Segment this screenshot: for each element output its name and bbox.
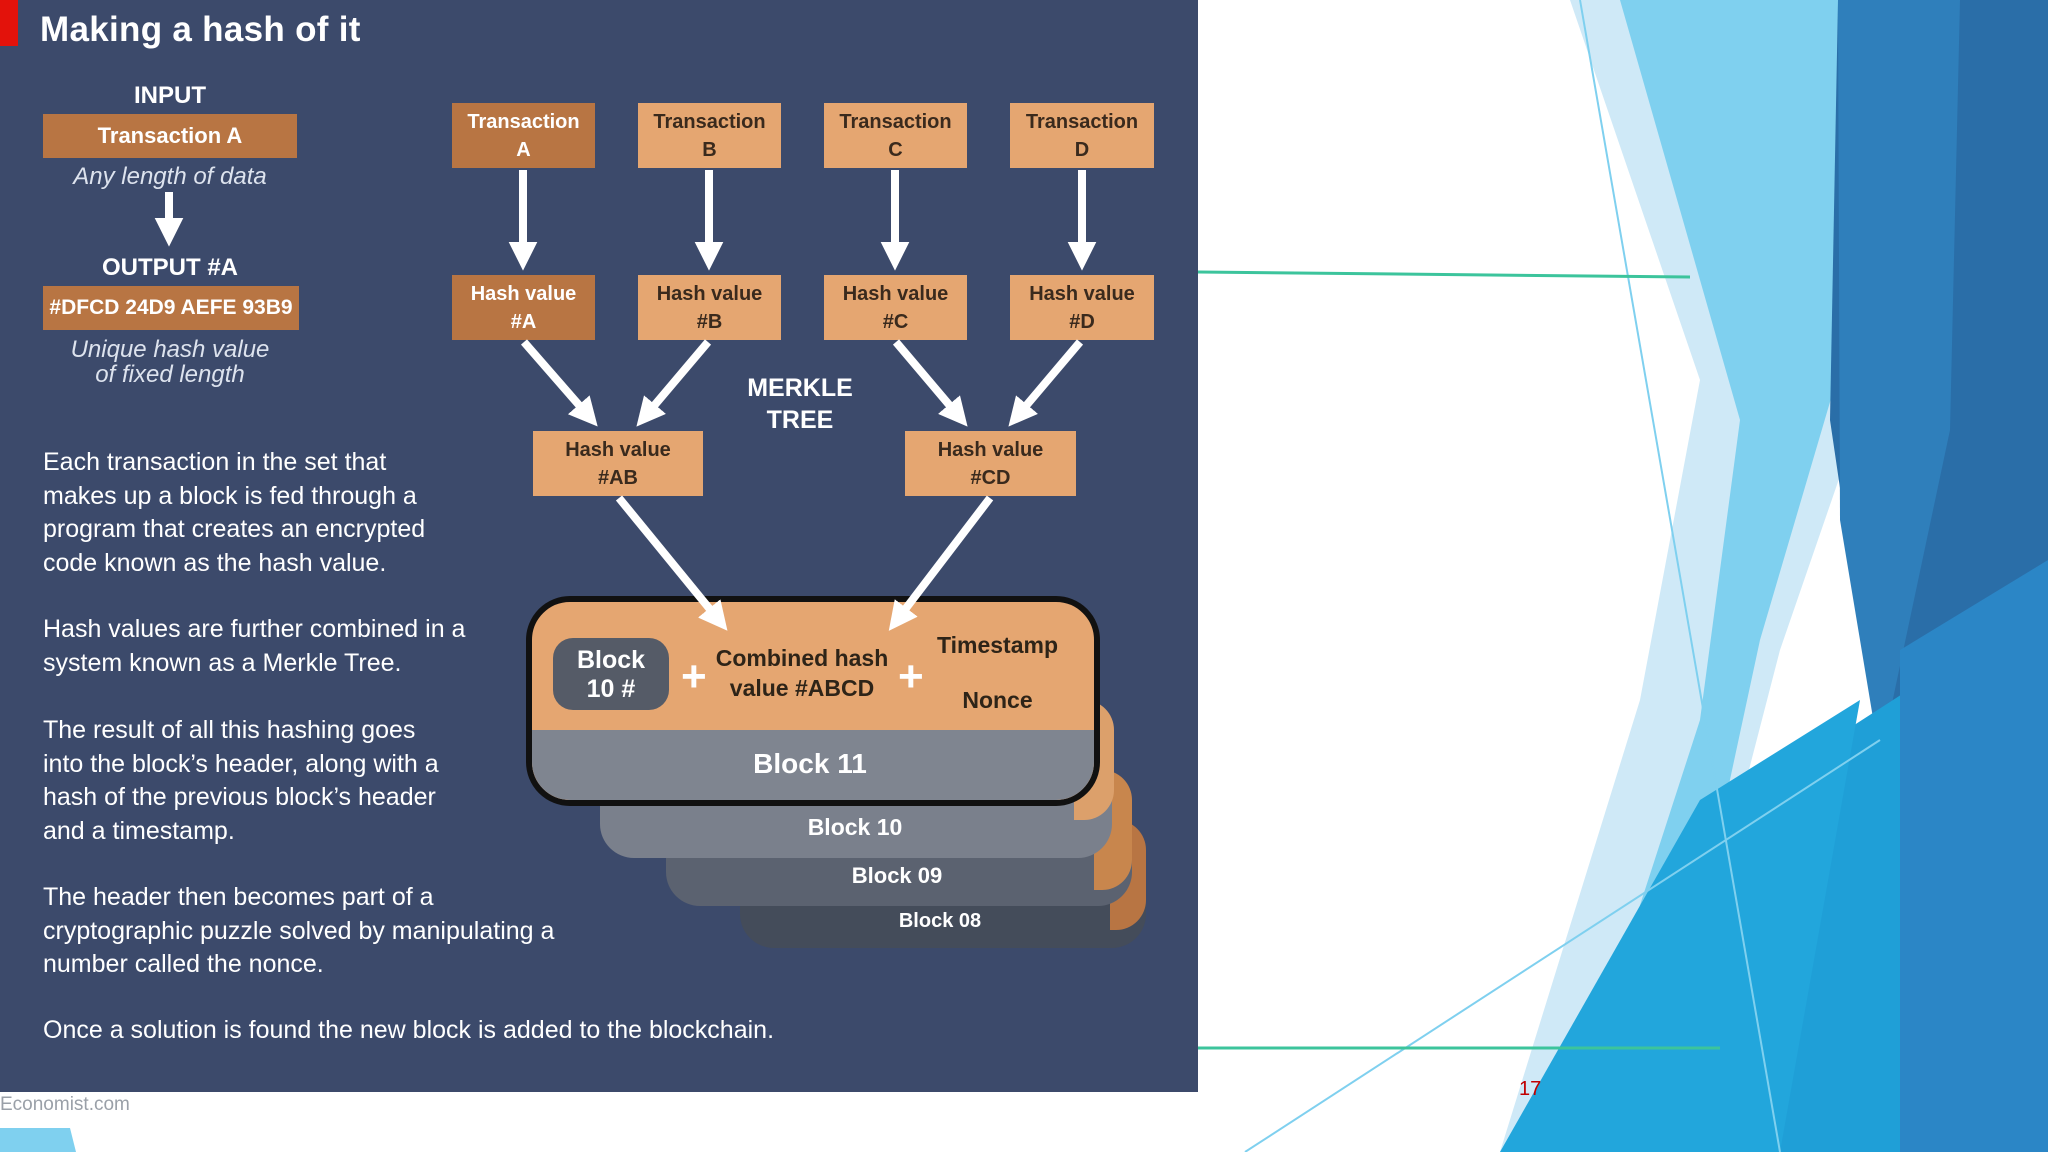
paragraph-merkle: Hash values are further combined in a sy…	[43, 615, 466, 677]
source-credit: Economist.com	[0, 1094, 130, 1115]
paragraph-header: The result of all this hashing goes into…	[43, 716, 439, 845]
block-11-footer	[532, 730, 1094, 800]
transaction-a-line2: A	[516, 138, 531, 161]
output-caption-line2: of fixed length	[95, 361, 245, 388]
transaction-d-line1: Transaction	[1025, 110, 1139, 133]
paragraph-transactions: Each transaction in the set that makes u…	[43, 448, 426, 577]
hash-b-line1: Hash value	[656, 282, 763, 305]
plus-sign-2: +	[898, 652, 924, 701]
paragraph-solution: Once a solution is found the new block i…	[43, 1016, 775, 1044]
block-10-card	[600, 798, 1112, 858]
input-heading: INPUT	[134, 82, 206, 109]
flow-arrows	[154, 170, 1097, 631]
previous-block-ref	[553, 638, 669, 710]
hash-a-line1: Hash value	[470, 282, 577, 305]
block-08-label: Block 08	[898, 910, 982, 932]
transaction-c-box: Transaction C	[824, 103, 967, 168]
transaction-b-line2: B	[702, 138, 717, 161]
hash-cd-line1: Hash value	[937, 438, 1044, 461]
slide-page-number: 17	[1519, 1078, 1542, 1100]
hash-ab-box: Hash value #AB	[533, 431, 703, 496]
hash-b-line2: #B	[696, 310, 723, 333]
transaction-c-line2: C	[888, 138, 903, 161]
hash-d-line2: #D	[1069, 310, 1095, 333]
accent-tab	[0, 0, 18, 46]
transaction-b-line1: Transaction	[653, 110, 766, 133]
timestamp-label: Timestamp	[936, 632, 1058, 658]
transaction-a-line1: Transaction	[467, 110, 580, 133]
hash-cd-box: Hash value #CD	[905, 431, 1076, 496]
hash-c-line2: #C	[882, 310, 909, 333]
block-11-label: Block 11	[753, 748, 867, 779]
hash-b-box: Hash value #B	[638, 275, 781, 340]
hash-c-line1: Hash value	[842, 282, 949, 305]
previous-block-ref-line2: 10 #	[586, 675, 636, 703]
hash-a-box: Hash value #A	[452, 275, 595, 340]
input-transaction-box: Transaction A	[43, 114, 297, 158]
merkle-tree-label-line2: TREE	[766, 406, 834, 434]
paragraph-nonce: The header then becomes part of a crypto…	[43, 883, 555, 978]
hash-cd-line2: #CD	[970, 466, 1011, 489]
hash-ab-line1: Hash value	[565, 438, 671, 461]
hash-a-line2: #A	[510, 310, 537, 333]
block-10-label: Block 10	[807, 814, 903, 840]
hash-ab-line2: #AB	[597, 466, 638, 489]
transaction-a-box: Transaction A	[452, 103, 595, 168]
infographic-panel: Making a hash of it INPUT Transaction A …	[0, 0, 1198, 1092]
combined-hash-line1: Combined hash	[715, 645, 889, 671]
output-hash-box: #DFCD 24D9 AEFE 93B9	[43, 286, 299, 330]
combined-hash-line2: value #ABCD	[729, 675, 875, 701]
hash-c-box: Hash value #C	[824, 275, 967, 340]
block-09-label: Block 09	[851, 863, 943, 888]
previous-block-ref-line1: Block	[576, 646, 646, 674]
transaction-d-line2: D	[1074, 138, 1090, 161]
hash-d-box: Hash value #D	[1010, 275, 1154, 340]
nonce-label: Nonce	[962, 687, 1033, 713]
transaction-c-line1: Transaction	[839, 110, 952, 133]
merkle-tree-label-line1: MERKLE	[747, 374, 853, 402]
output-heading: OUTPUT #A	[101, 254, 238, 281]
hash-d-line1: Hash value	[1029, 282, 1135, 305]
infographic-title: Making a hash of it	[40, 10, 361, 49]
transaction-d-box: Transaction D	[1010, 103, 1154, 168]
output-caption-line1: Unique hash value	[70, 336, 270, 363]
input-caption: Any length of data	[73, 163, 267, 190]
plus-sign-1: +	[681, 652, 707, 701]
transaction-b-box: Transaction B	[638, 103, 781, 168]
